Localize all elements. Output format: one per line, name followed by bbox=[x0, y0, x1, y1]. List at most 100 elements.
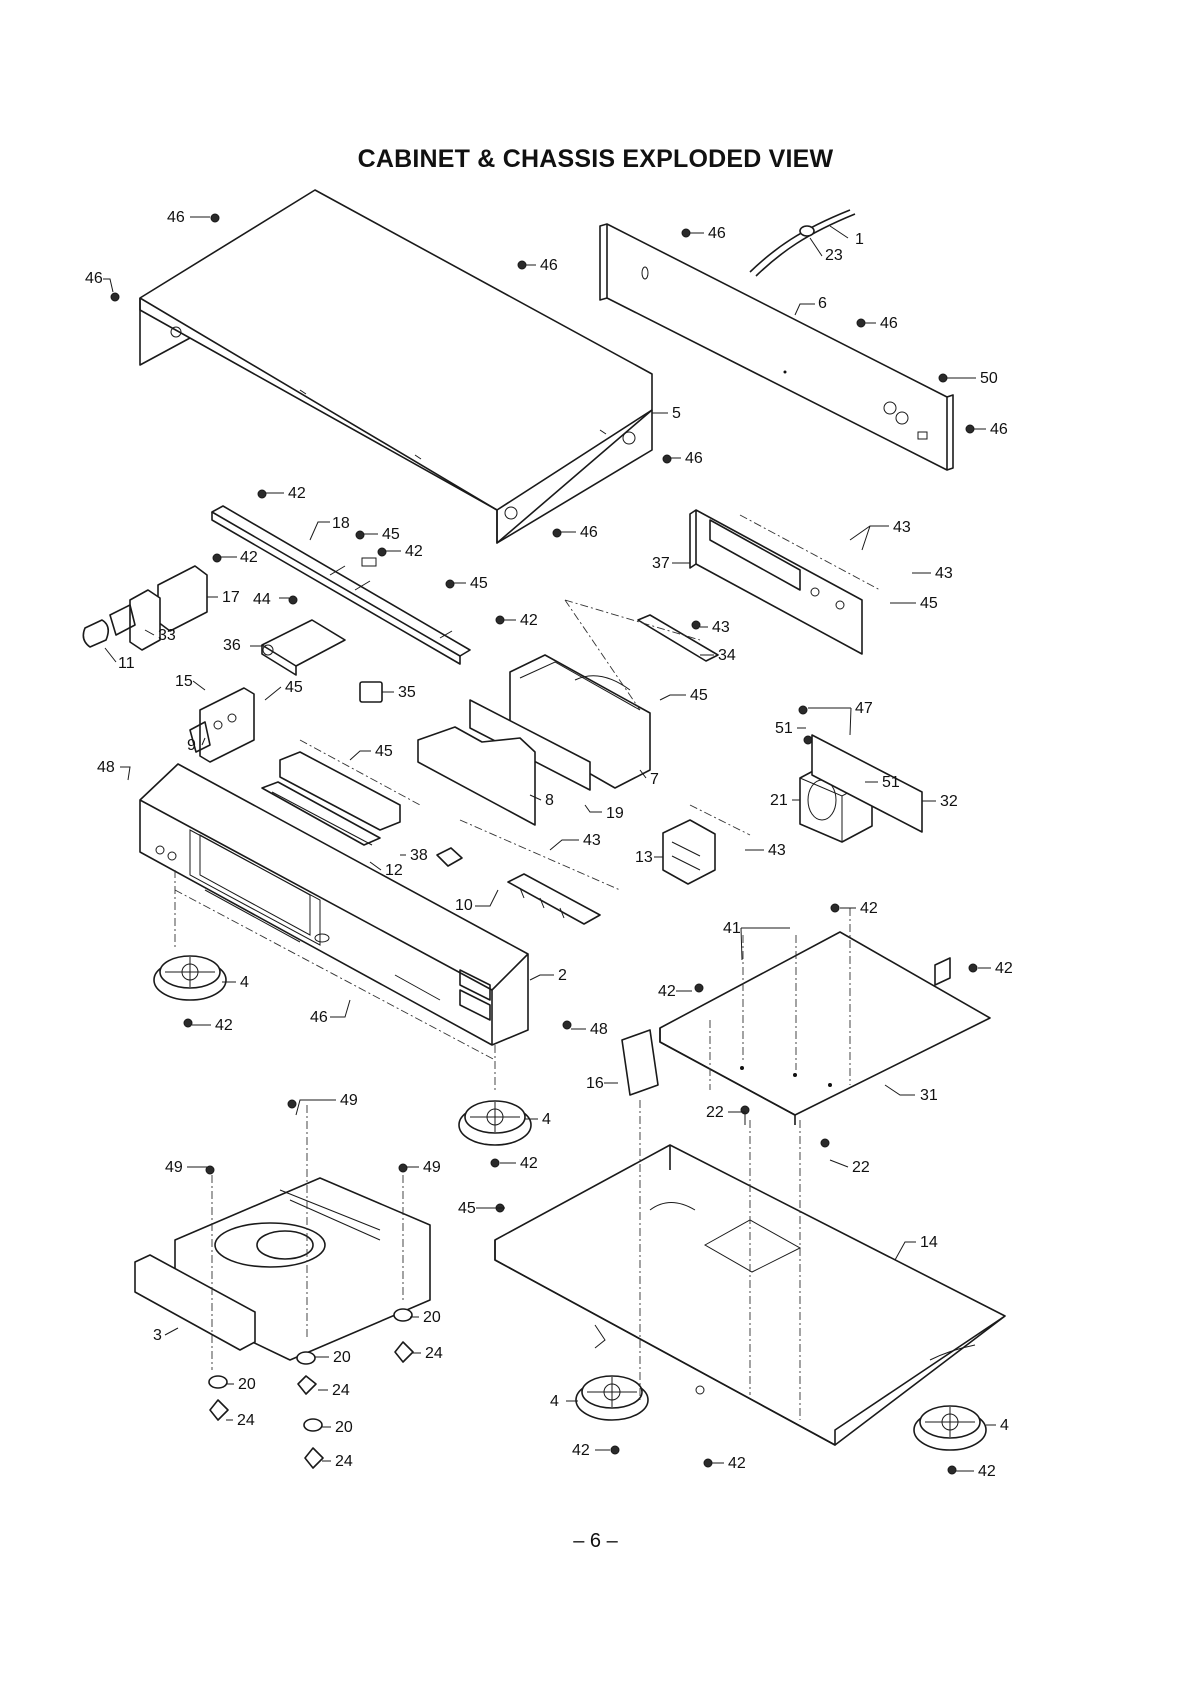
callout-label: 3 bbox=[153, 1327, 162, 1344]
callout-label: 49 bbox=[340, 1092, 358, 1109]
callout-label: 46 bbox=[685, 450, 703, 467]
page-number: – 6 – bbox=[0, 1530, 1191, 1553]
callout-label: 47 bbox=[855, 700, 873, 717]
callout-label: 42 bbox=[215, 1017, 233, 1034]
rear-panel bbox=[600, 224, 953, 470]
callout-label: 43 bbox=[893, 519, 911, 536]
callout-label: 12 bbox=[385, 862, 403, 879]
foot bbox=[459, 1101, 531, 1145]
foot bbox=[914, 1406, 986, 1450]
callout-label: 24 bbox=[332, 1382, 350, 1399]
callout-label: 19 bbox=[606, 805, 624, 822]
switch-block bbox=[663, 820, 715, 884]
power-switch-assembly bbox=[83, 566, 207, 650]
foot bbox=[154, 956, 226, 1000]
callout-label: 24 bbox=[425, 1345, 443, 1362]
callout-label: 37 bbox=[652, 555, 670, 572]
callout-label: 21 bbox=[770, 792, 788, 809]
callout-label: 45 bbox=[920, 595, 938, 612]
tray-lid bbox=[418, 727, 535, 825]
callout-label: 49 bbox=[423, 1159, 441, 1176]
callout-label: 42 bbox=[520, 1155, 538, 1172]
callout-label: 34 bbox=[718, 647, 736, 664]
callout-label: 43 bbox=[768, 842, 786, 859]
callout-label: 48 bbox=[97, 759, 115, 776]
callout-label: 42 bbox=[860, 900, 878, 917]
callout-label: 46 bbox=[540, 257, 558, 274]
callout-label: 11 bbox=[118, 655, 135, 672]
clip-part bbox=[360, 682, 382, 702]
callout-label: 20 bbox=[333, 1349, 351, 1366]
callout-label: 46 bbox=[310, 1009, 328, 1026]
callout-label: 43 bbox=[935, 565, 953, 582]
callout-label: 7 bbox=[650, 771, 659, 788]
callout-label: 45 bbox=[690, 687, 708, 704]
callout-label: 45 bbox=[458, 1200, 476, 1217]
callout-label: 42 bbox=[728, 1455, 746, 1472]
callout-label: 45 bbox=[382, 526, 400, 543]
callout-label: 41 bbox=[723, 920, 741, 937]
foot bbox=[576, 1376, 648, 1420]
callout-label: 45 bbox=[375, 743, 393, 760]
callout-label: 42 bbox=[995, 960, 1013, 977]
callout-label: 42 bbox=[520, 612, 538, 629]
callout-label: 46 bbox=[580, 524, 598, 541]
callout-label: 4 bbox=[550, 1393, 559, 1410]
callout-label: 8 bbox=[545, 792, 554, 809]
callout-label: 33 bbox=[158, 627, 176, 644]
callout-label: 22 bbox=[706, 1104, 724, 1121]
callout-label: 1 bbox=[855, 231, 864, 248]
callout-label: 9 bbox=[187, 737, 196, 754]
power-cord bbox=[750, 210, 855, 276]
top-cover bbox=[140, 190, 652, 543]
callout-label: 22 bbox=[852, 1159, 870, 1176]
callout-label: 24 bbox=[335, 1453, 353, 1470]
callout-label: 5 bbox=[672, 405, 681, 422]
cd-loader bbox=[135, 1178, 430, 1360]
callout-label: 6 bbox=[818, 295, 827, 312]
callout-label: 31 bbox=[920, 1087, 938, 1104]
callout-label: 36 bbox=[223, 637, 241, 654]
callout-label: 38 bbox=[410, 847, 428, 864]
jack-board bbox=[190, 688, 254, 762]
callout-label: 20 bbox=[335, 1419, 353, 1436]
callout-label: 32 bbox=[940, 793, 958, 810]
callout-label: 42 bbox=[572, 1442, 590, 1459]
callout-label: 23 bbox=[825, 247, 843, 264]
small-bracket bbox=[638, 615, 718, 661]
callout-label: 10 bbox=[455, 897, 473, 914]
callout-label: 43 bbox=[583, 832, 601, 849]
callout-label: 45 bbox=[470, 575, 488, 592]
callout-label: 50 bbox=[980, 370, 998, 387]
display-pcb bbox=[262, 620, 345, 675]
callout-label: 2 bbox=[558, 967, 567, 984]
callout-label: 17 bbox=[222, 589, 240, 606]
callout-label: 42 bbox=[405, 543, 423, 560]
callout-label: 42 bbox=[288, 485, 306, 502]
callout-label: 46 bbox=[990, 421, 1008, 438]
main-pcb bbox=[660, 932, 990, 1125]
callout-label: 46 bbox=[167, 209, 185, 226]
callout-label: 46 bbox=[880, 315, 898, 332]
callout-label: 18 bbox=[332, 515, 350, 532]
callout-label: 48 bbox=[590, 1021, 608, 1038]
callout-label: 42 bbox=[658, 983, 676, 1000]
callout-label: 46 bbox=[85, 270, 103, 287]
callout-label: 51 bbox=[775, 720, 793, 737]
callout-label: 45 bbox=[285, 679, 303, 696]
callout-label: 44 bbox=[253, 591, 271, 608]
callout-label: 4 bbox=[542, 1111, 551, 1128]
callout-label: 4 bbox=[240, 974, 249, 991]
callout-label: 13 bbox=[635, 849, 653, 866]
callout-label: 14 bbox=[920, 1234, 938, 1251]
callout-label: 43 bbox=[712, 619, 730, 636]
callout-label: 24 bbox=[237, 1412, 255, 1429]
callout-label: 51 bbox=[882, 774, 900, 791]
callout-label: 16 bbox=[586, 1075, 604, 1092]
callout-label: 46 bbox=[708, 225, 726, 242]
chassis-bracket bbox=[622, 1030, 658, 1095]
callout-label: 4 bbox=[1000, 1417, 1009, 1434]
callout-label: 20 bbox=[238, 1376, 256, 1393]
callout-label: 35 bbox=[398, 684, 416, 701]
